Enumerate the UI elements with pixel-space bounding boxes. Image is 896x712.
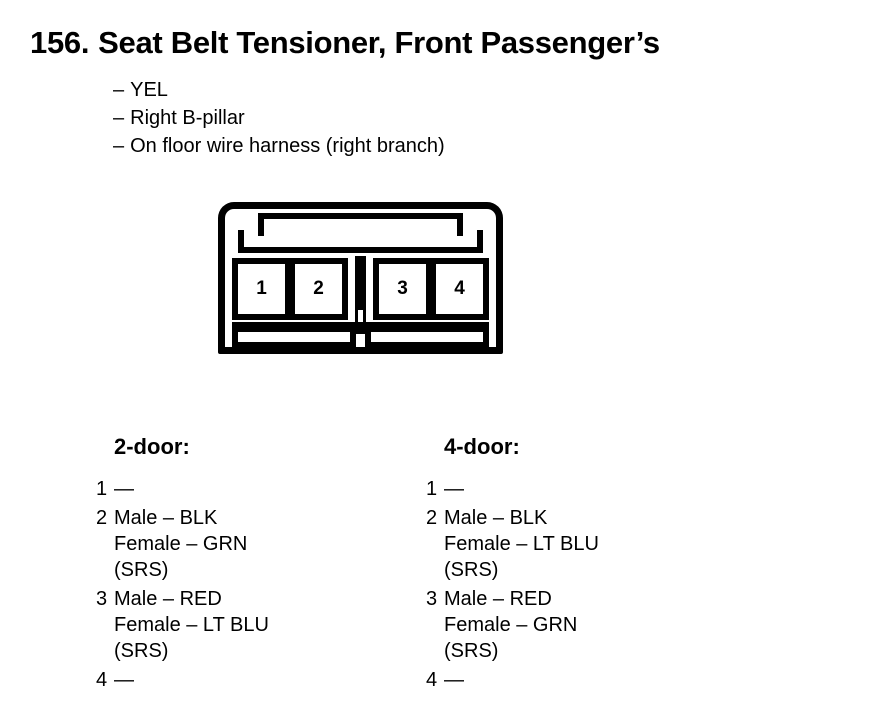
pinout-column-2door: 2-door: 1 — 2 Male – BLK Female – GRN (S…	[96, 434, 269, 696]
pinout-pin-number: 2	[426, 507, 438, 529]
pinout-pin-detail: Male – RED Female – GRN (SRS)	[444, 586, 577, 664]
connector-pin-row: 1 2 3 4	[226, 258, 495, 324]
pinout-detail-line: —	[114, 478, 134, 500]
note-dash: –	[113, 79, 125, 101]
connector-pin-2-label: 2	[313, 278, 324, 299]
pinout-detail-line: (SRS)	[114, 559, 169, 581]
pinout-detail-line: Male – BLK	[444, 507, 548, 529]
note-dash: –	[113, 107, 125, 129]
pinout-entry: 4 —	[96, 667, 269, 693]
pinout-pin-detail: —	[114, 667, 134, 693]
pinout-pin-number: 3	[426, 588, 438, 610]
connector-pin-4: 4	[430, 258, 489, 320]
note-list: –YEL –Right B-pillar –On floor wire harn…	[113, 76, 445, 160]
pinout-entry: 2 Male – BLK Female – LT BLU (SRS)	[426, 505, 599, 583]
pinout-detail-line: —	[444, 669, 464, 691]
note-text: Right B-pillar	[130, 107, 245, 129]
pinout-column-4door: 4-door: 1 — 2 Male – BLK Female – LT BLU…	[426, 434, 599, 696]
page-number: 156.	[30, 25, 90, 60]
note-text: YEL	[130, 79, 168, 101]
pinout-pin-number: 4	[96, 669, 108, 691]
connector-top-latch	[258, 213, 463, 236]
connector-pin-4-label: 4	[454, 278, 465, 299]
pinout-pin-detail: Male – BLK Female – LT BLU (SRS)	[444, 505, 599, 583]
note-item: –Right B-pillar	[113, 104, 445, 132]
pinout-pin-detail: Male – BLK Female – GRN (SRS)	[114, 505, 247, 583]
connector-diagram: 1 2 3 4	[218, 202, 503, 354]
connector-pin-3: 3	[373, 258, 432, 320]
connector-center-tab	[355, 256, 366, 334]
connector-shell	[218, 202, 503, 354]
connector-pin-1: 1	[232, 258, 291, 320]
connector-band-separator	[232, 322, 489, 327]
note-item: –YEL	[113, 76, 445, 104]
pinout-entry: 2 Male – BLK Female – GRN (SRS)	[96, 505, 269, 583]
connector-bottom-band-right	[365, 326, 489, 348]
pinout-detail-line: Male – RED	[444, 588, 552, 610]
connector-pin-1-label: 1	[256, 278, 267, 299]
pinout-pin-number: 3	[96, 588, 108, 610]
connector-pin-3-label: 3	[397, 278, 408, 299]
pinout-detail-line: Female – GRN	[444, 614, 578, 636]
pinout-entry: 3 Male – RED Female – LT BLU (SRS)	[96, 586, 269, 664]
connector-bottom-band-left	[232, 326, 356, 348]
pinout-pin-number: 2	[96, 507, 108, 529]
pinout-heading-2door: 2-door:	[114, 434, 190, 459]
pinout-pin-detail: —	[444, 667, 464, 693]
pinout-entry: 1 —	[96, 476, 269, 502]
pinout-detail-line: (SRS)	[444, 559, 499, 581]
pinout-detail-line: (SRS)	[114, 640, 169, 662]
pinout-pin-detail: —	[114, 476, 134, 502]
connector-pin-2: 2	[289, 258, 348, 320]
note-dash: –	[113, 135, 125, 157]
pinout-entry: 4 —	[426, 667, 599, 693]
pinout-detail-line: Female – LT BLU	[114, 614, 269, 636]
connector-center-tab-notch	[358, 310, 363, 322]
note-text: On floor wire harness (right branch)	[130, 135, 445, 157]
pinout-pin-number: 4	[426, 669, 438, 691]
pinout-detail-line: Female – GRN	[114, 533, 248, 555]
pinout-detail-line: (SRS)	[444, 640, 499, 662]
pinout-entry: 1 —	[426, 476, 599, 502]
pinout-detail-line: —	[114, 669, 134, 691]
connector-top-bar	[238, 230, 483, 253]
pinout-heading-4door: 4-door:	[444, 434, 520, 459]
note-item: –On floor wire harness (right branch)	[113, 132, 445, 160]
page-title: 156.Seat Belt Tensioner, Front Passenger…	[30, 25, 660, 61]
pinout-pin-detail: Male – RED Female – LT BLU (SRS)	[114, 586, 269, 664]
page-title-text: Seat Belt Tensioner, Front Passenger’s	[98, 25, 660, 60]
pinout-pin-number: 1	[96, 478, 108, 500]
pinout-pin-detail: —	[444, 476, 464, 502]
pinout-detail-line: Female – LT BLU	[444, 533, 599, 555]
pinout-detail-line: Male – RED	[114, 588, 222, 610]
pinout-pin-number: 1	[426, 478, 438, 500]
connector-top-join	[264, 228, 457, 238]
pinout-entry: 3 Male – RED Female – GRN (SRS)	[426, 586, 599, 664]
pinout-detail-line: Male – BLK	[114, 507, 218, 529]
pinout-detail-line: —	[444, 478, 464, 500]
